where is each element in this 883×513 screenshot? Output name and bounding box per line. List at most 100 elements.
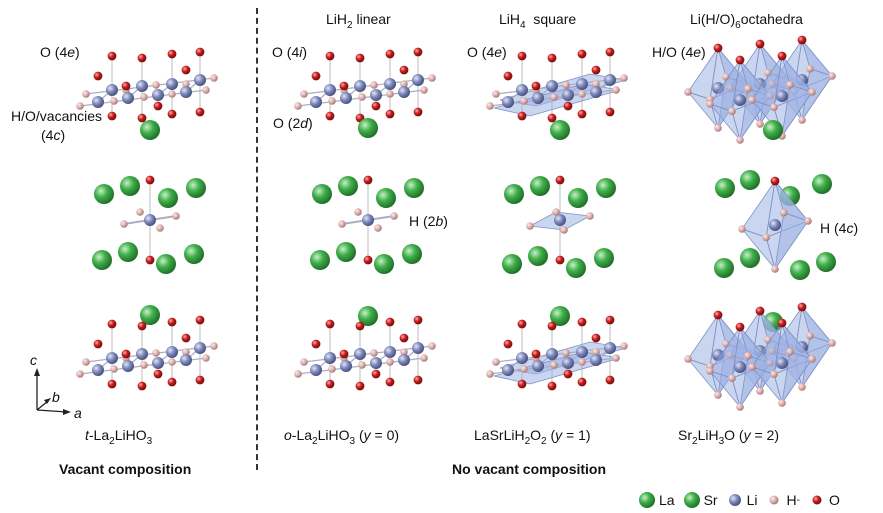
h-atom — [492, 358, 500, 366]
li-atom — [412, 342, 424, 354]
li-atom — [516, 352, 528, 364]
section-divider — [256, 8, 258, 470]
li-atom — [734, 94, 746, 106]
la-atom — [504, 184, 524, 204]
la-atom — [336, 242, 356, 262]
li-atom — [180, 354, 192, 366]
o-atom — [325, 51, 335, 61]
o-atom — [777, 318, 787, 328]
h-atom — [110, 97, 118, 105]
axis-label-c: c — [30, 352, 37, 368]
la-atom — [740, 248, 760, 268]
li-atom — [362, 214, 374, 226]
h-atom — [808, 355, 816, 363]
h-atom — [390, 212, 398, 220]
la-atom — [530, 176, 550, 196]
o-atom — [777, 51, 787, 61]
li-atom — [590, 86, 602, 98]
o-atom — [577, 317, 587, 327]
h-atom — [400, 80, 408, 88]
o-atom — [167, 49, 177, 59]
legend-item-h: H- — [765, 491, 800, 509]
li-atom — [194, 74, 206, 86]
o-atom — [517, 319, 527, 329]
h-atom — [738, 225, 746, 233]
header-lih4-square: LiH4 square — [499, 11, 577, 31]
li-atom — [502, 364, 514, 376]
h-atom — [202, 354, 210, 362]
li-atom — [354, 348, 366, 360]
li-atom — [398, 354, 410, 366]
li-atom — [310, 364, 322, 376]
legend-label-sr: Sr — [703, 492, 718, 508]
li-atom — [554, 214, 566, 226]
h-atom — [770, 370, 778, 379]
li-atom — [590, 354, 602, 366]
li-atom — [92, 96, 104, 108]
h-atom — [748, 96, 756, 104]
li-atom — [769, 219, 781, 231]
la-atom — [186, 178, 206, 198]
li-atom — [180, 86, 192, 98]
o-atom — [195, 47, 205, 57]
la-atom — [528, 246, 548, 266]
h-atom — [294, 370, 302, 378]
legend-label-h: H — [786, 492, 797, 508]
h-atom — [770, 103, 778, 111]
h-atom — [520, 365, 528, 373]
h-atom — [808, 88, 816, 96]
o-atom — [137, 381, 147, 391]
h-atom — [756, 120, 764, 128]
h-atom — [806, 65, 814, 73]
li-atom — [136, 348, 148, 360]
h-atom — [706, 367, 714, 375]
h-atom — [140, 93, 148, 101]
axis-c-arrowhead — [34, 368, 40, 376]
h-atom — [744, 352, 752, 360]
la-atom — [184, 244, 204, 264]
h-atom — [620, 74, 628, 82]
h-atom — [552, 208, 560, 216]
h-atom — [156, 224, 164, 232]
h-atom — [428, 342, 436, 350]
li-atom — [136, 80, 148, 92]
h-atom — [76, 102, 84, 110]
h-atom — [172, 212, 180, 220]
h-atom — [798, 383, 806, 391]
site-label-h-4c: H (4c) — [820, 220, 859, 236]
o-atom — [770, 176, 780, 186]
o-atom — [107, 111, 117, 121]
h-atom — [748, 363, 756, 371]
li-atom — [516, 84, 528, 96]
h-atom — [780, 208, 788, 217]
li-atom — [532, 360, 544, 372]
o-atom — [181, 65, 191, 75]
h-atom — [578, 90, 586, 98]
legend-swatch-o-icon — [812, 495, 822, 505]
octahedron-face — [781, 351, 813, 404]
h-atom — [728, 107, 736, 115]
o-atom — [755, 39, 765, 49]
li-atom — [92, 364, 104, 376]
la-atom — [404, 178, 424, 198]
h-atom — [592, 80, 600, 88]
h-atom — [612, 354, 620, 362]
la-atom — [740, 170, 760, 190]
li-atom — [166, 78, 178, 90]
legend-label-o: O — [828, 492, 840, 508]
h-atom — [202, 86, 210, 94]
o-atom — [339, 349, 349, 359]
axis-a-arrowhead — [63, 409, 71, 415]
lih4-plane — [493, 83, 621, 117]
h-atom — [684, 88, 692, 96]
h-atom — [300, 90, 308, 98]
h-atom — [560, 226, 568, 234]
h-atom — [76, 370, 84, 378]
h-atom — [578, 358, 586, 366]
h-atom — [586, 212, 594, 220]
h-atom — [771, 265, 779, 273]
h-atom — [786, 348, 794, 356]
site-label-o-2d: O (2d) — [273, 115, 313, 131]
la-atom — [812, 174, 832, 194]
section-title-no-vacant: No vacant composition — [452, 461, 607, 477]
